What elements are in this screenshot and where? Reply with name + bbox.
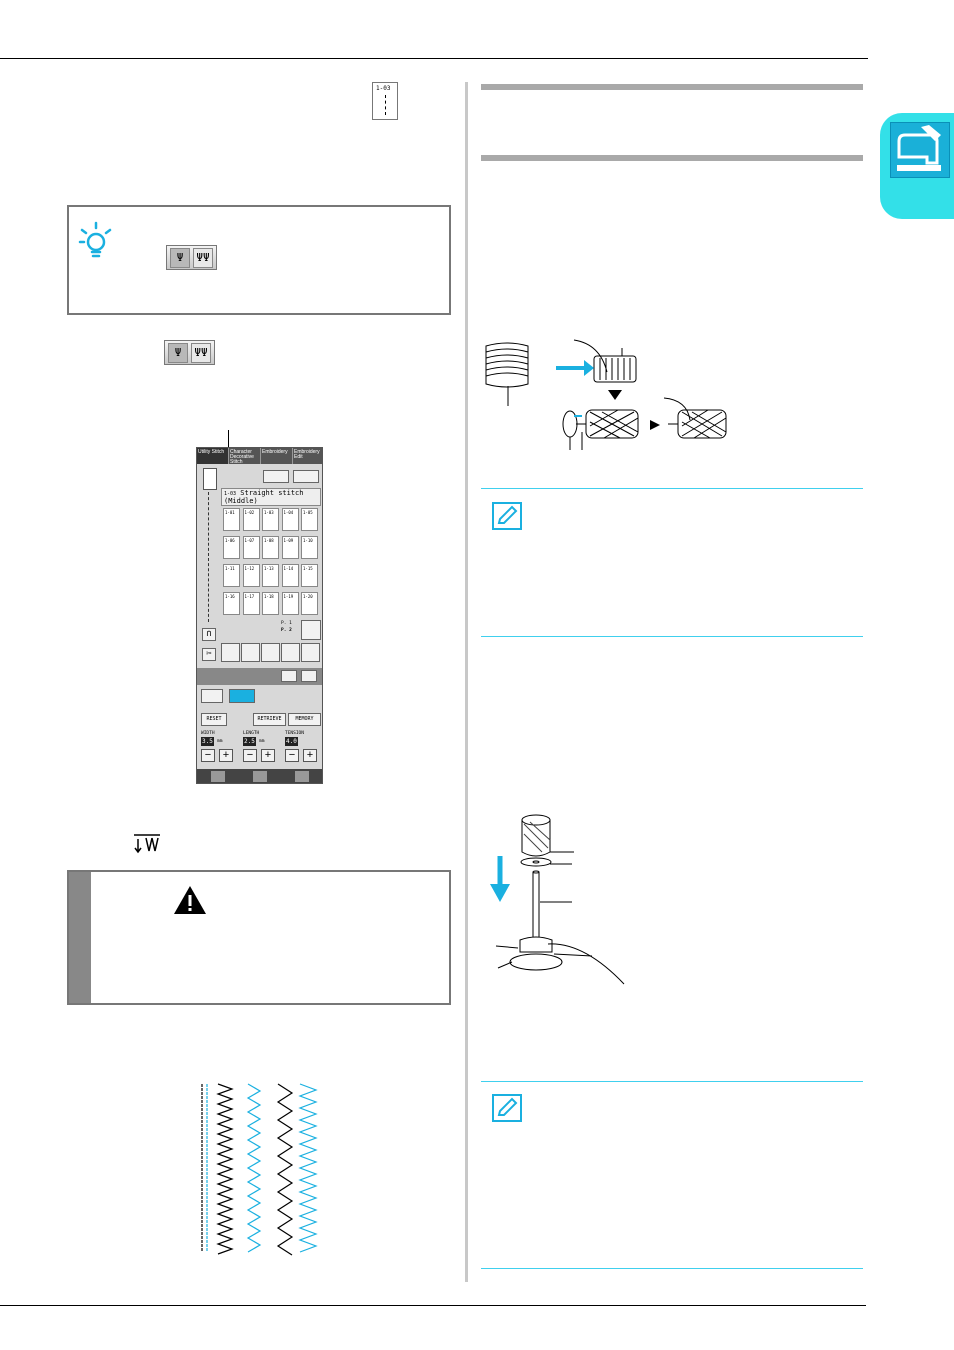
column-divider [465,82,468,1282]
category-tab-4[interactable] [281,643,300,662]
scissors-icon[interactable]: ✂ [202,648,216,661]
stitch-key-1-03: 1-03 [372,82,398,120]
twin-needle-icon: ΨΨ [193,247,213,268]
lcd-stitch-key[interactable]: 1-14 [281,564,299,587]
lcd-tab-embroidery-edit[interactable]: Embroidery Edit [293,448,322,464]
retrieve-button[interactable]: RETRIEVE [253,713,286,726]
category-tab-5[interactable] [301,643,320,662]
twin-needle-mode-button[interactable] [229,689,255,703]
mirror-button[interactable] [201,689,223,703]
presser-foot-icon [203,468,217,490]
lcd-stitch-key[interactable]: 1-10 [301,536,318,559]
needle-down-icon [132,832,162,859]
page-turn-button[interactable] [301,620,321,640]
lcd-stitch-key[interactable]: 1-03 [262,508,279,531]
reset-button[interactable]: RESET [201,713,227,726]
memo-top-rule-2 [481,1081,863,1082]
length-value: 2.5 [243,737,256,746]
sewing-machine-icon [890,122,950,178]
lcd-stitch-key[interactable]: 1-08 [262,536,279,559]
lcd-screen: Utility Stitch Character Decorative Stit… [196,447,323,784]
bottom-rule [0,1305,866,1306]
stitch-title: 1-03 Straight stitch (Middle) [221,488,321,506]
page-icon[interactable] [211,771,225,782]
memo-bottom-rule [481,636,863,637]
spool-illustration [482,338,742,458]
lcd-stitch-key[interactable]: 1-13 [262,564,279,587]
memo-bottom-rule-2 [481,1268,863,1269]
stitch-samples [196,1080,326,1261]
lcd-stitch-key[interactable]: 1-06 [223,536,240,559]
note-box [67,205,451,315]
lcd-tab-character[interactable]: Character Decorative Stitch [229,448,261,464]
lcd-tab-embroidery[interactable]: Embroidery [261,448,293,464]
tension-label: TENSION [285,731,304,736]
pencil-memo-icon [492,502,522,535]
stitch-key-label: 1-03 [376,85,391,92]
section-header-top-bar [481,84,863,90]
single-needle-icon: Ψ [170,247,190,268]
lcd-stitch-key[interactable]: 1-19 [281,592,299,615]
width-minus-button[interactable]: − [201,749,215,762]
lcd-stitch-key[interactable]: 1-17 [242,592,260,615]
single-needle-icon: Ψ [168,342,188,363]
tension-minus-button[interactable]: − [285,749,299,762]
width-value: 3.5 [201,737,214,746]
width-label: WIDTH [201,731,215,736]
stitch-preview-line [208,492,210,622]
length-label: LENGTH [243,731,260,736]
tension-plus-button[interactable]: + [303,749,317,762]
lock-icon[interactable] [281,670,297,682]
width-unit: mm [217,739,223,744]
category-tab-3[interactable] [261,643,280,662]
lcd-mode-button[interactable] [293,470,319,483]
lcd-stitch-key[interactable]: 1-12 [242,564,260,587]
caution-stripe [69,872,91,1003]
lcd-stitch-key[interactable]: 1-18 [262,592,279,615]
settings-icon[interactable] [295,771,309,782]
caution-box [67,870,451,1005]
tension-value: 4.0 [285,737,298,746]
needle-mode-button-image: Ψ ΨΨ [164,340,215,365]
stitch-code: 1-03 [224,491,237,497]
spool-pin-illustration [488,812,628,997]
length-plus-button[interactable]: + [261,749,275,762]
width-plus-button[interactable]: + [219,749,233,762]
needle-mode-button-image-note: Ψ ΨΨ [166,245,217,270]
top-rule [0,58,868,59]
lcd-tab-utility[interactable]: Utility Stitch [197,448,229,464]
lcd-stitch-key[interactable]: 1-09 [281,536,299,559]
stitch-name: Straight stitch (Middle) [224,489,304,505]
lightbulb-note-icon [78,220,114,265]
help-icon[interactable] [253,771,267,782]
section-header-bottom-bar [481,155,863,161]
reverse-icon[interactable]: ∩ [202,628,216,641]
category-tab-1[interactable] [221,643,240,662]
memory-button[interactable]: MEMORY [288,713,321,726]
lcd-stitch-key[interactable]: 1-11 [223,564,240,587]
pencil-memo-icon [492,1094,522,1127]
length-unit: mm [259,739,265,744]
lcd-stitch-key[interactable]: 1-07 [242,536,260,559]
warning-triangle-icon [172,884,208,921]
page-total: P. 2 [281,628,292,633]
lcd-stitch-key[interactable]: 1-16 [223,592,240,615]
lcd-stitch-key[interactable]: 1-02 [242,508,260,531]
lcd-stitch-key[interactable]: 1-01 [223,508,240,531]
manual-icon[interactable] [301,670,317,682]
lcd-twin-needle-button[interactable] [263,470,289,483]
stitch-line-icon [385,95,387,115]
lcd-stitch-key[interactable]: 1-20 [301,592,318,615]
page-indicator: P. 1 [281,621,292,626]
category-tab-2[interactable] [241,643,260,662]
lcd-stitch-key[interactable]: 1-05 [301,508,318,531]
category-tabs [221,643,321,662]
memo-top-rule [481,488,863,489]
lcd-stitch-key[interactable]: 1-04 [281,508,299,531]
lcd-bottom-bar [197,769,322,783]
length-minus-button[interactable]: − [243,749,257,762]
lcd-stitch-key[interactable]: 1-15 [301,564,318,587]
twin-needle-icon: ΨΨ [191,342,211,363]
